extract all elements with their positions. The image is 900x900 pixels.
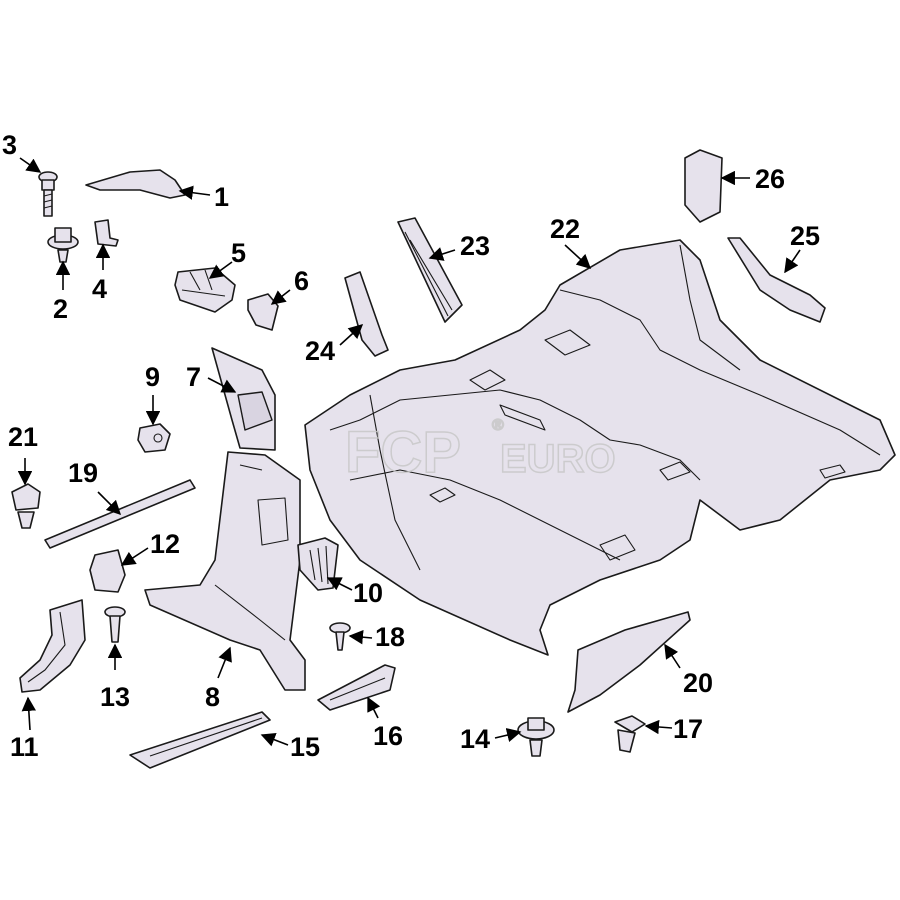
watermark-brand: FCP bbox=[345, 420, 461, 485]
callout-13: 13 bbox=[100, 682, 130, 712]
part-1-trim-strip bbox=[85, 169, 186, 199]
callout-16: 16 bbox=[373, 721, 403, 751]
callout-1: 1 bbox=[214, 182, 229, 212]
callout-15: 15 bbox=[290, 732, 320, 762]
callout-14: 14 bbox=[460, 724, 490, 754]
callout-9: 9 bbox=[145, 362, 160, 392]
part-6-clip bbox=[247, 293, 279, 331]
part-10-vent bbox=[297, 537, 339, 591]
callout-17: 17 bbox=[673, 714, 703, 744]
part-14-push-fastener bbox=[517, 717, 555, 757]
callout-7: 7 bbox=[186, 362, 201, 392]
part-18-push-pin bbox=[329, 622, 351, 651]
part-25-trim bbox=[727, 237, 826, 323]
callout-19: 19 bbox=[68, 458, 98, 488]
watermark-registered: ® bbox=[492, 417, 504, 434]
part-17-clip bbox=[614, 715, 646, 753]
part-2-push-fastener bbox=[47, 227, 79, 263]
callout-10: 10 bbox=[353, 578, 383, 608]
part-4-clip bbox=[94, 219, 119, 247]
part-15-sill-plate bbox=[129, 711, 271, 769]
callout-labels: 1 2 3 4 5 6 7 8 9 10 11 12 13 14 15 16 1… bbox=[2, 130, 820, 762]
callout-20: 20 bbox=[683, 668, 713, 698]
part-3-bolt bbox=[38, 171, 58, 217]
callout-25: 25 bbox=[790, 221, 820, 251]
callout-6: 6 bbox=[294, 266, 309, 296]
part-26-panel bbox=[684, 149, 723, 223]
watermark-sub: EURO bbox=[500, 437, 616, 481]
part-21-fastener bbox=[11, 483, 41, 529]
part-22-floor-carpet bbox=[304, 239, 896, 656]
callout-4: 4 bbox=[92, 274, 107, 304]
callout-2: 2 bbox=[53, 294, 68, 324]
part-11-kick-panel bbox=[19, 599, 86, 693]
callout-21: 21 bbox=[8, 422, 38, 452]
callout-12: 12 bbox=[150, 529, 180, 559]
callout-26: 26 bbox=[755, 164, 785, 194]
part-12-clip bbox=[89, 549, 126, 593]
callout-18: 18 bbox=[375, 622, 405, 652]
part-20-side-trim bbox=[567, 611, 691, 713]
callout-24: 24 bbox=[305, 336, 335, 366]
part-8-pillar-lower-trim bbox=[144, 451, 306, 691]
callout-8: 8 bbox=[205, 682, 220, 712]
watermark: FCP EURO ® bbox=[344, 416, 616, 486]
callout-5: 5 bbox=[231, 238, 246, 268]
part-16-sill-plate bbox=[317, 664, 396, 711]
callout-3: 3 bbox=[2, 130, 17, 160]
callout-22: 22 bbox=[550, 214, 580, 244]
part-23-floor-mat bbox=[397, 217, 463, 323]
callout-11: 11 bbox=[10, 732, 39, 762]
part-13-screw bbox=[104, 606, 126, 643]
leader-lines bbox=[17, 157, 801, 747]
part-24-duct bbox=[344, 271, 389, 357]
callout-23: 23 bbox=[460, 231, 490, 261]
